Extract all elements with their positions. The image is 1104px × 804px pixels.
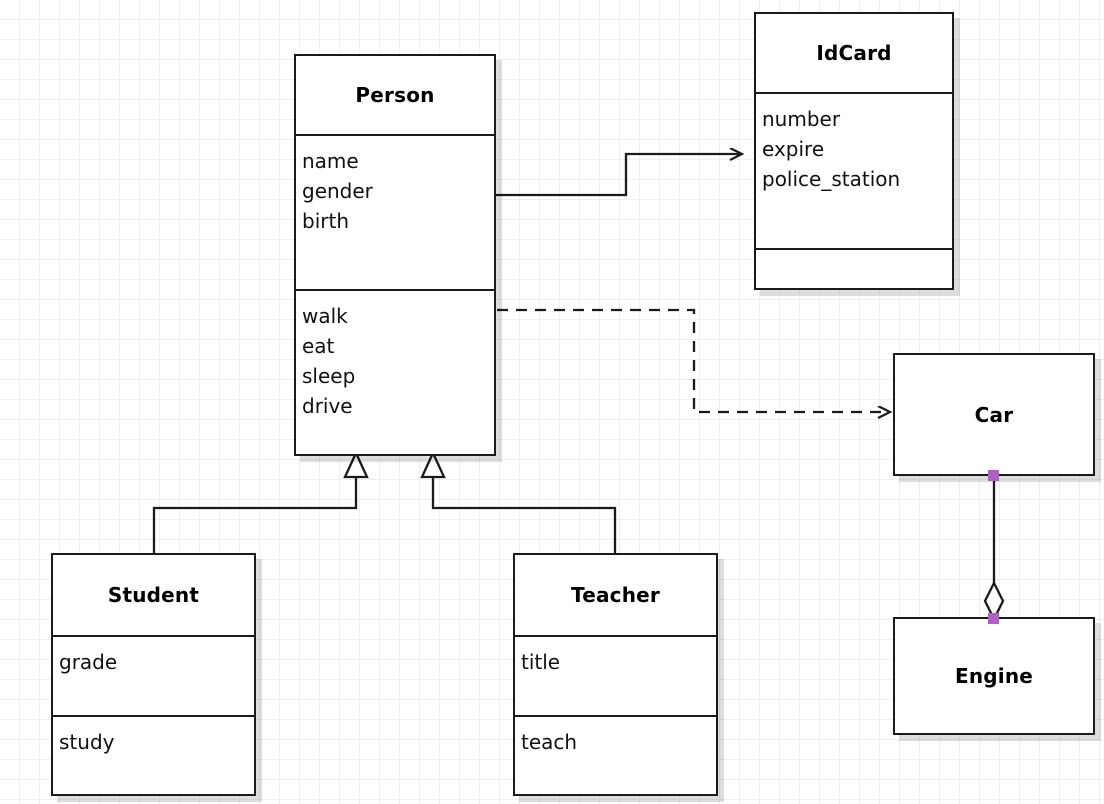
class-engine[interactable]: Engine: [893, 617, 1095, 735]
edge-teacher-person: [420, 450, 617, 553]
attribute: title: [521, 650, 561, 674]
class-car-title: Car: [974, 402, 1014, 427]
class-teacher[interactable]: Teacher title teach: [513, 553, 718, 796]
operation: eat: [302, 334, 335, 358]
connection-handle-car[interactable]: [988, 470, 999, 481]
attribute: expire: [762, 137, 825, 161]
class-person[interactable]: Person name gender birth walk eat sleep …: [294, 54, 496, 456]
generalization-triangle-teacher: [420, 450, 446, 479]
class-student-attributes: grade: [53, 635, 254, 715]
attribute: gender: [302, 179, 373, 203]
class-person-operations: walk eat sleep drive: [296, 289, 494, 454]
attribute: birth: [302, 209, 349, 233]
attribute: number: [762, 107, 841, 131]
class-teacher-attributes: title: [515, 635, 716, 715]
class-idcard[interactable]: IdCard number expire police_station: [754, 12, 954, 290]
class-student-operations: study: [53, 715, 254, 794]
class-engine-title: Engine: [954, 664, 1034, 688]
attribute: name: [302, 149, 359, 173]
class-person-attributes: name gender birth: [296, 134, 494, 289]
edge-car-engine: [983, 476, 1005, 622]
generalization-triangle-student: [343, 450, 369, 479]
edge-person-car: [497, 308, 890, 412]
class-car[interactable]: Car: [893, 353, 1095, 476]
operation: drive: [302, 394, 353, 418]
class-idcard-attributes: number expire police_station: [756, 92, 952, 248]
operation: teach: [521, 730, 578, 754]
connection-handle-engine[interactable]: [988, 613, 999, 624]
class-teacher-operations: teach: [515, 715, 716, 794]
attribute: police_station: [762, 167, 901, 191]
class-person-title: Person: [355, 83, 435, 107]
class-student-title: Student: [107, 583, 200, 607]
edge-student-person: [152, 450, 369, 553]
class-teacher-title: Teacher: [571, 583, 660, 607]
class-idcard-title: IdCard: [816, 41, 892, 65]
edge-person-idcard: [495, 154, 742, 197]
class-student[interactable]: Student grade study: [51, 553, 256, 796]
operation: sleep: [302, 364, 356, 388]
class-idcard-operations: [756, 248, 952, 288]
operation: walk: [302, 304, 348, 328]
attribute: grade: [59, 650, 118, 674]
operation: study: [59, 730, 115, 754]
